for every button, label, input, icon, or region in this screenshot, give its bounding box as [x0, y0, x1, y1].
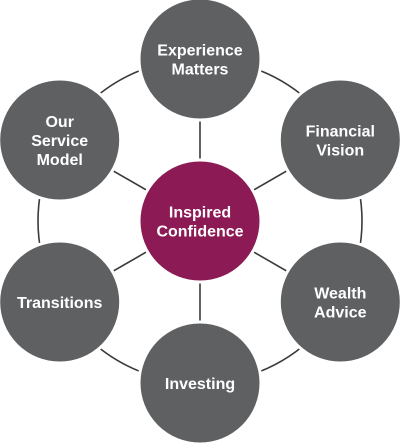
node-transitions: Transitions [0, 239, 123, 365]
node-our-service-model-label-line: Our [45, 114, 73, 131]
node-financial-vision-circle [277, 77, 400, 203]
node-investing: Investing [137, 320, 263, 443]
node-our-service-model-label-line: Model [37, 152, 83, 169]
center-node-label-line: Inspired [169, 205, 231, 222]
node-transitions-circle [0, 239, 123, 365]
node-experience-matters-circle [137, 0, 263, 122]
node-wealth-advice-circle [277, 239, 400, 365]
node-our-service-model-circle [0, 77, 123, 203]
node-investing-circle [137, 320, 263, 443]
node-wealth-advice-label-line: Wealth [314, 286, 366, 303]
node-transitions-label: Transitions [17, 295, 102, 312]
node-experience-matters-label-line: Matters [172, 62, 229, 79]
node-investing-label-line: Investing [165, 376, 235, 393]
node-our-service-model-label-line: Service [31, 133, 88, 150]
node-experience-matters-label-line: Experience [157, 43, 242, 60]
node-financial-vision-label-line: Financial [306, 124, 375, 141]
node-wealth-advice-label-line: Advice [314, 305, 367, 322]
node-financial-vision-label-line: Vision [316, 143, 364, 160]
node-investing-label: Investing [165, 376, 235, 393]
node-transitions-label-line: Transitions [17, 295, 102, 312]
center-node-circle [137, 158, 263, 284]
center-node-label-line: Confidence [156, 224, 243, 241]
